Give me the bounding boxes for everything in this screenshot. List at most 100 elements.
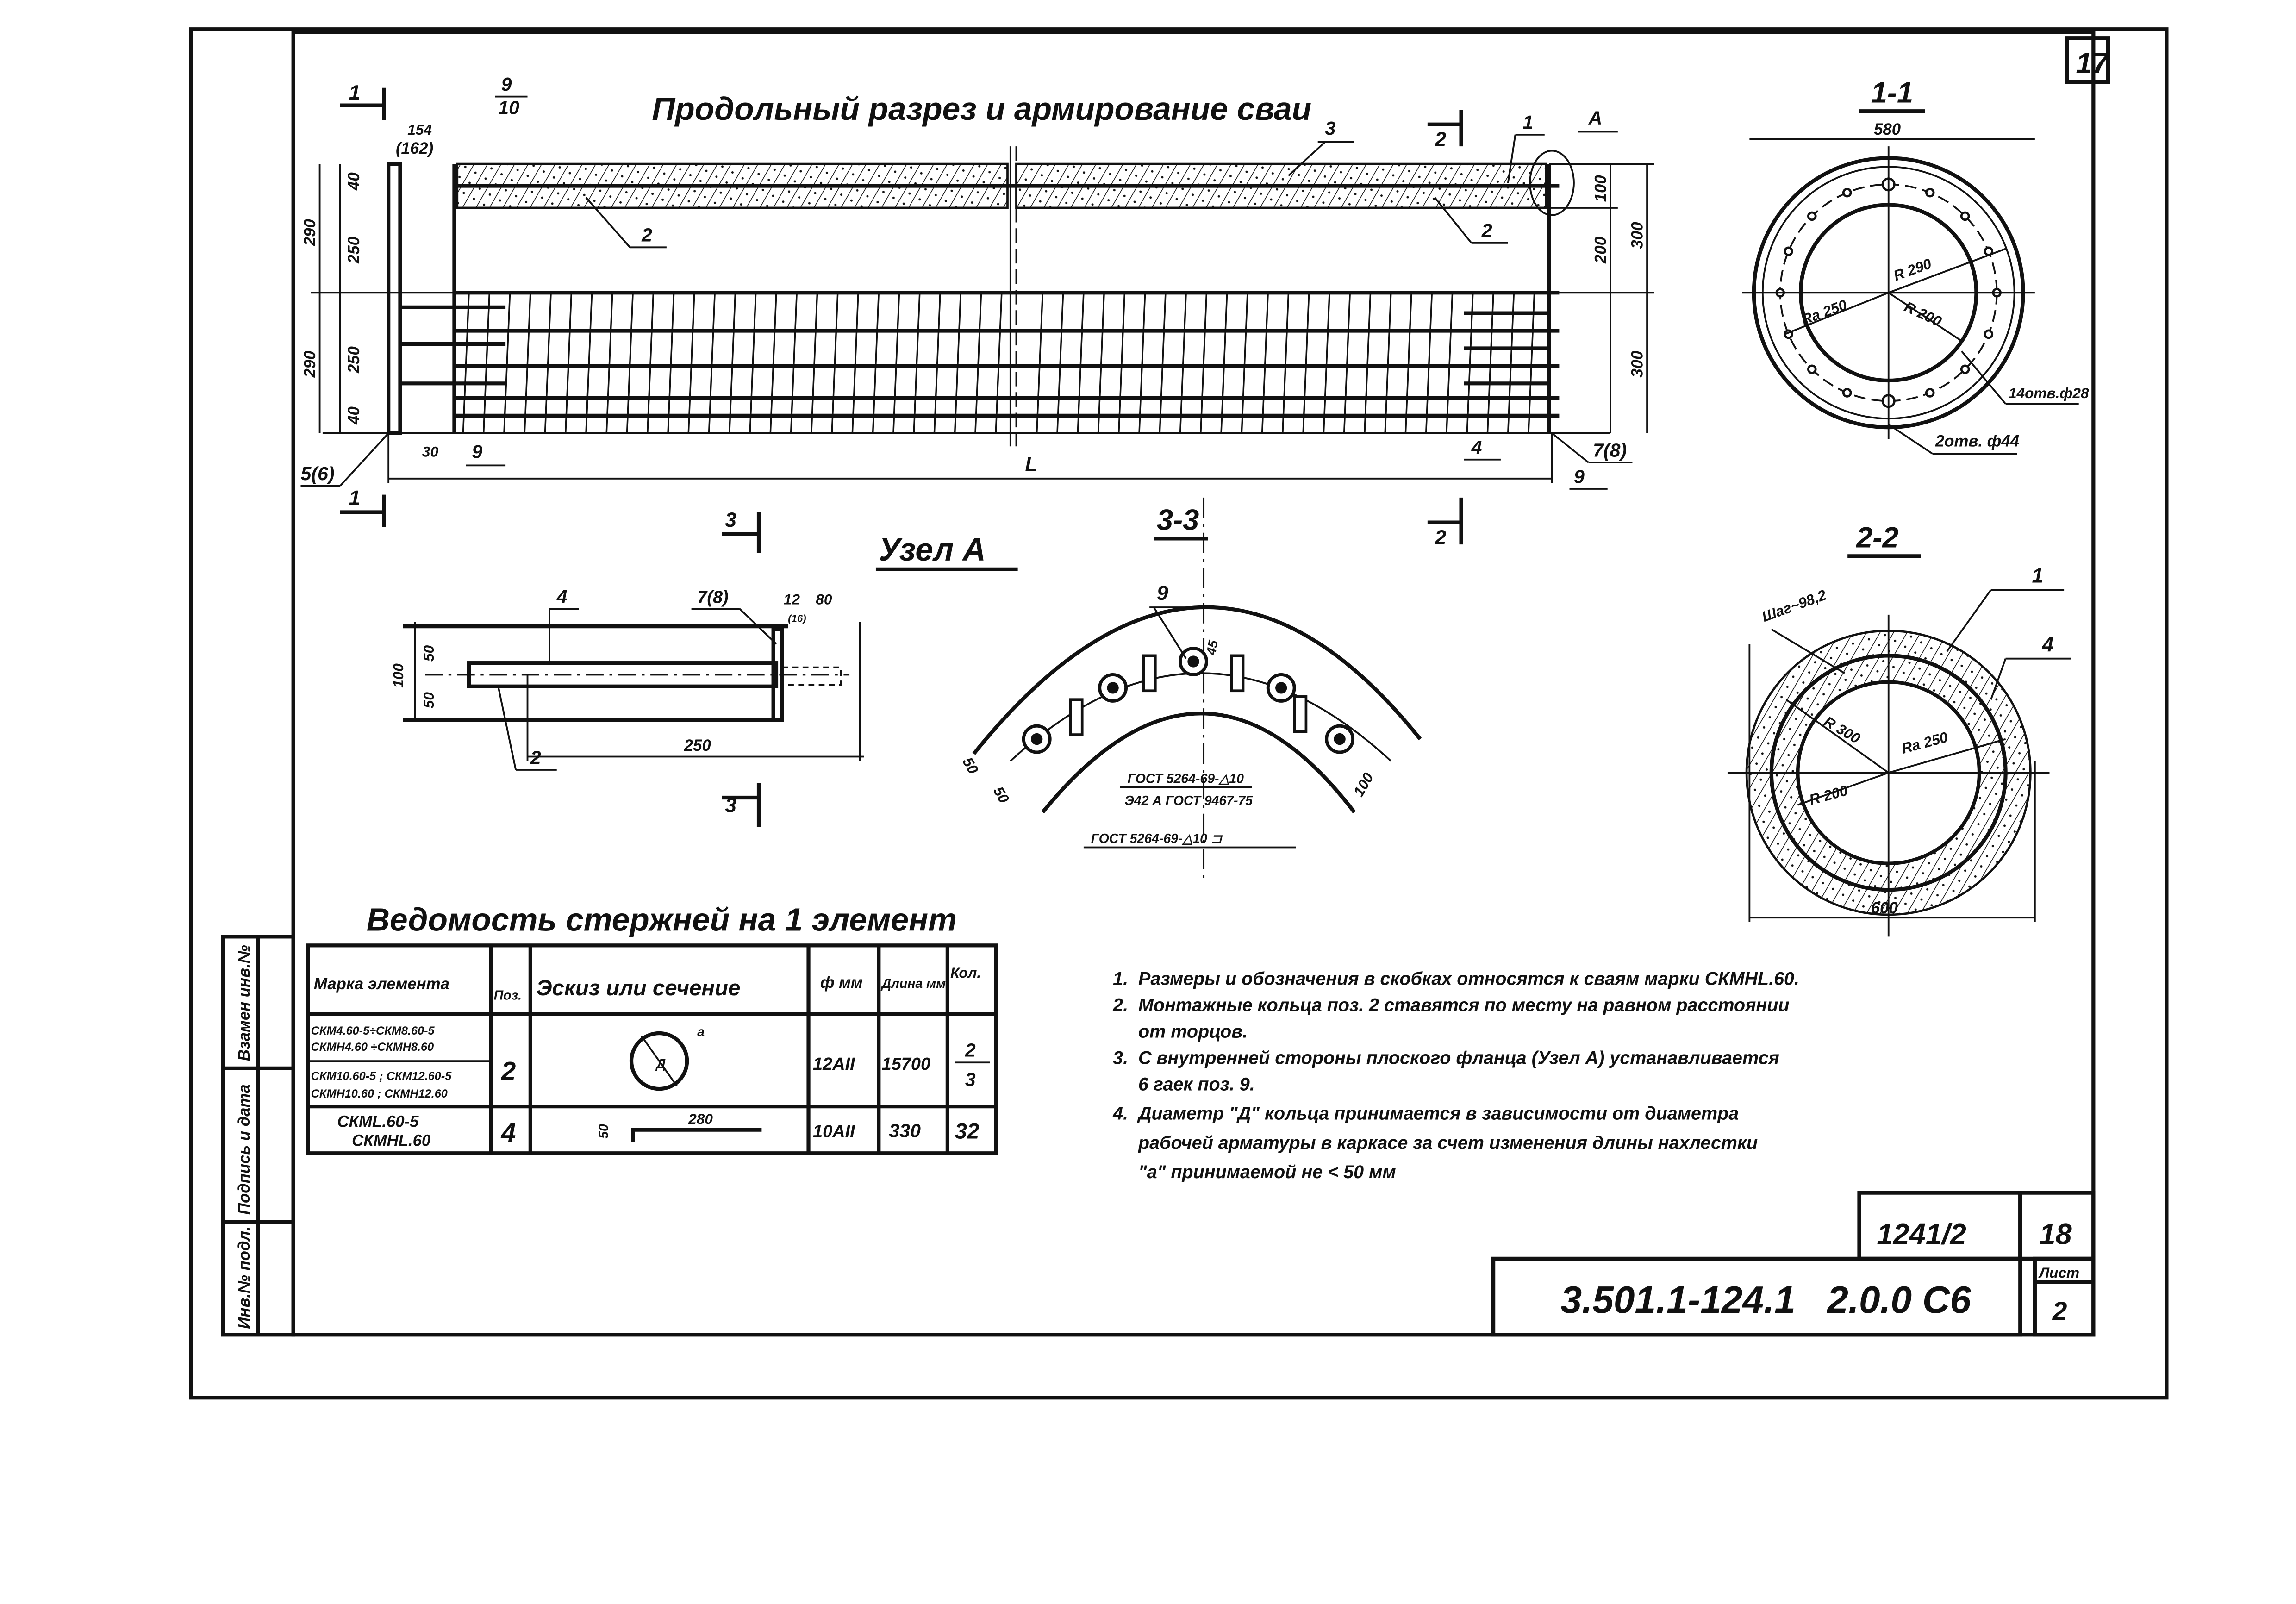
schedule-title: Ведомость стержней на 1 элемент — [367, 902, 957, 938]
main-view-title: Продольный разрез и армирование сваи — [652, 91, 1311, 127]
pos-10-label: 10 — [498, 97, 519, 119]
svg-text:50: 50 — [596, 1124, 611, 1139]
stirrup — [954, 293, 962, 433]
l-bar-sketch — [631, 1128, 762, 1142]
node-a-dim-250: 250 — [684, 737, 711, 755]
nut-bore — [1334, 733, 1346, 745]
svg-text:2: 2 — [965, 1040, 976, 1061]
cut-2-top: 2 — [1435, 128, 1447, 151]
ring-sketch — [629, 1031, 689, 1091]
dim-162: (162) — [396, 140, 433, 157]
pos-9-label: 9 — [501, 74, 512, 95]
stirrup — [1220, 293, 1228, 433]
pos-9-right: 9 — [1574, 466, 1585, 487]
stirrup — [585, 293, 593, 433]
dim-left-250-bottom: 250 — [345, 346, 363, 374]
svg-text:СКМН4.60 ÷СКМН8.60: СКМН4.60 ÷СКМН8.60 — [311, 1041, 434, 1054]
longitudinal-section: Продольный разрез и армирование сваи — [300, 74, 1654, 554]
section-1-1-holes-2: 2отв. ф44 — [1935, 432, 2019, 450]
stirrup — [1261, 293, 1269, 433]
header-qty: Кол. — [950, 964, 981, 981]
stirrup — [524, 293, 531, 433]
bolt-hole — [1842, 187, 1852, 198]
cut-1-bottom: 1 — [349, 487, 361, 510]
pos-3-label: 3 — [1325, 118, 1336, 139]
inner-frame — [291, 30, 2096, 1337]
section-1-1-ra250: Ra 250 — [1799, 296, 1849, 328]
corner-number-box — [2065, 36, 2110, 84]
weld-plate — [1142, 654, 1157, 693]
title-page: 18 — [2039, 1218, 2072, 1250]
node-a-detail: Узел А 250 4 7(8) 12 80 (16) 2 100 50 50… — [390, 531, 1018, 827]
stirrup — [790, 293, 798, 433]
pos-7-8-main: 7(8) — [1593, 439, 1627, 461]
svg-text:12АII: 12АII — [813, 1055, 855, 1074]
rebar-schedule: Ведомость стержней на 1 элемент Марка эл… — [306, 902, 998, 1155]
stirrup — [503, 293, 511, 433]
stirrup — [1056, 293, 1064, 433]
stirrup — [851, 293, 859, 433]
section-1-1-r200: R 200 — [1902, 298, 1944, 330]
cut-1-top: 1 — [349, 81, 361, 104]
pos-2-right: 2 — [1481, 220, 1492, 241]
dim-left-250-top: 250 — [345, 237, 363, 264]
stirrup — [729, 293, 736, 433]
cut-3-main: 3 — [725, 509, 736, 531]
stirrup — [1138, 293, 1146, 433]
stirrup — [995, 293, 1003, 433]
node-a-dim-50-top: 50 — [420, 645, 437, 662]
note-4-cont2: "а" принимаемой не < 50 мм — [1113, 1162, 1396, 1182]
nut-bore — [1187, 655, 1199, 668]
note-4-cont: рабочей арматуры в каркасе за счет измен… — [1113, 1133, 1758, 1153]
cut-2-bottom: 2 — [1435, 526, 1447, 549]
stirrup — [1323, 293, 1330, 433]
stirrup — [482, 293, 491, 433]
section-1-1-r290: R 290 — [1891, 255, 1934, 284]
header-length: Длина мм — [880, 976, 946, 991]
svg-text:330: 330 — [889, 1120, 921, 1141]
node-a-pos-7-8: 7(8) — [697, 588, 728, 607]
pos-1-label: 1 — [1522, 112, 1533, 133]
pos-9-left: 9 — [472, 441, 482, 462]
section-3-3: 3-3 9 45 50 50 100 ГОСТ 5264-69-△10 Э42 … — [959, 497, 1422, 878]
section-1-1-holes-14: 14отв.ф28 — [2009, 385, 2089, 401]
stirrup — [974, 293, 982, 433]
corner-number: 17 — [2076, 47, 2109, 80]
dim-left-40-top: 40 — [345, 172, 363, 191]
stirrup — [1486, 293, 1494, 433]
stirrup — [769, 293, 777, 433]
svg-text:СКМ10.60-5 ; СКМ12.60-5: СКМ10.60-5 ; СКМ12.60-5 — [311, 1070, 452, 1083]
note-3-cont: 6 гаек поз. 9. — [1113, 1074, 1255, 1094]
note-3: 3. С внутренней стороны плоского фланца … — [1113, 1048, 1779, 1068]
dim-30: 30 — [422, 443, 439, 460]
node-a-dim-12: 12 — [784, 591, 800, 608]
nut-bore — [1107, 682, 1119, 694]
stirrup — [687, 293, 695, 433]
header-sketch: Эскиз или сечение — [536, 976, 740, 1000]
svg-text:280: 280 — [688, 1111, 713, 1127]
stirrup — [749, 293, 757, 433]
stirrup — [1446, 293, 1454, 433]
node-a-pos-2: 2 — [530, 747, 541, 768]
section-3-3-dim-50a: 50 — [959, 754, 982, 777]
section-3-3-dim-45: 45 — [1204, 639, 1221, 657]
svg-text:3: 3 — [965, 1069, 976, 1090]
svg-text:Д: Д — [655, 1057, 666, 1072]
general-notes: 1. Размеры и обозначения в скобках относ… — [1112, 969, 1799, 1182]
stirrup — [605, 293, 613, 433]
stirrup — [913, 293, 921, 433]
section-2-2: 2-2 600 Шаг~98,2 1 4 R 300 Ra 250 R 200 — [1727, 521, 2071, 937]
section-1-1: 1-1 580 R 290 Ra 250 R 200 14отв.ф28 2от… — [1742, 76, 2089, 455]
dim-right-100: 100 — [1592, 175, 1610, 202]
note-2-cont: от торцов. — [1113, 1022, 1248, 1042]
section-2-2-pos-1: 1 — [2032, 564, 2044, 587]
section-2-2-dim-600: 600 — [1871, 899, 1898, 917]
title-code: 1241/2 — [1877, 1218, 1966, 1250]
section-3-3-pos-9: 9 — [1157, 582, 1168, 605]
stirrup — [1343, 293, 1351, 433]
weld-plate — [1069, 698, 1084, 736]
pos-5-6-label: 5(6) — [300, 463, 334, 484]
stirrup — [1302, 293, 1310, 433]
stirrup — [1097, 293, 1105, 433]
header-mark: Марка элемента — [314, 975, 449, 993]
